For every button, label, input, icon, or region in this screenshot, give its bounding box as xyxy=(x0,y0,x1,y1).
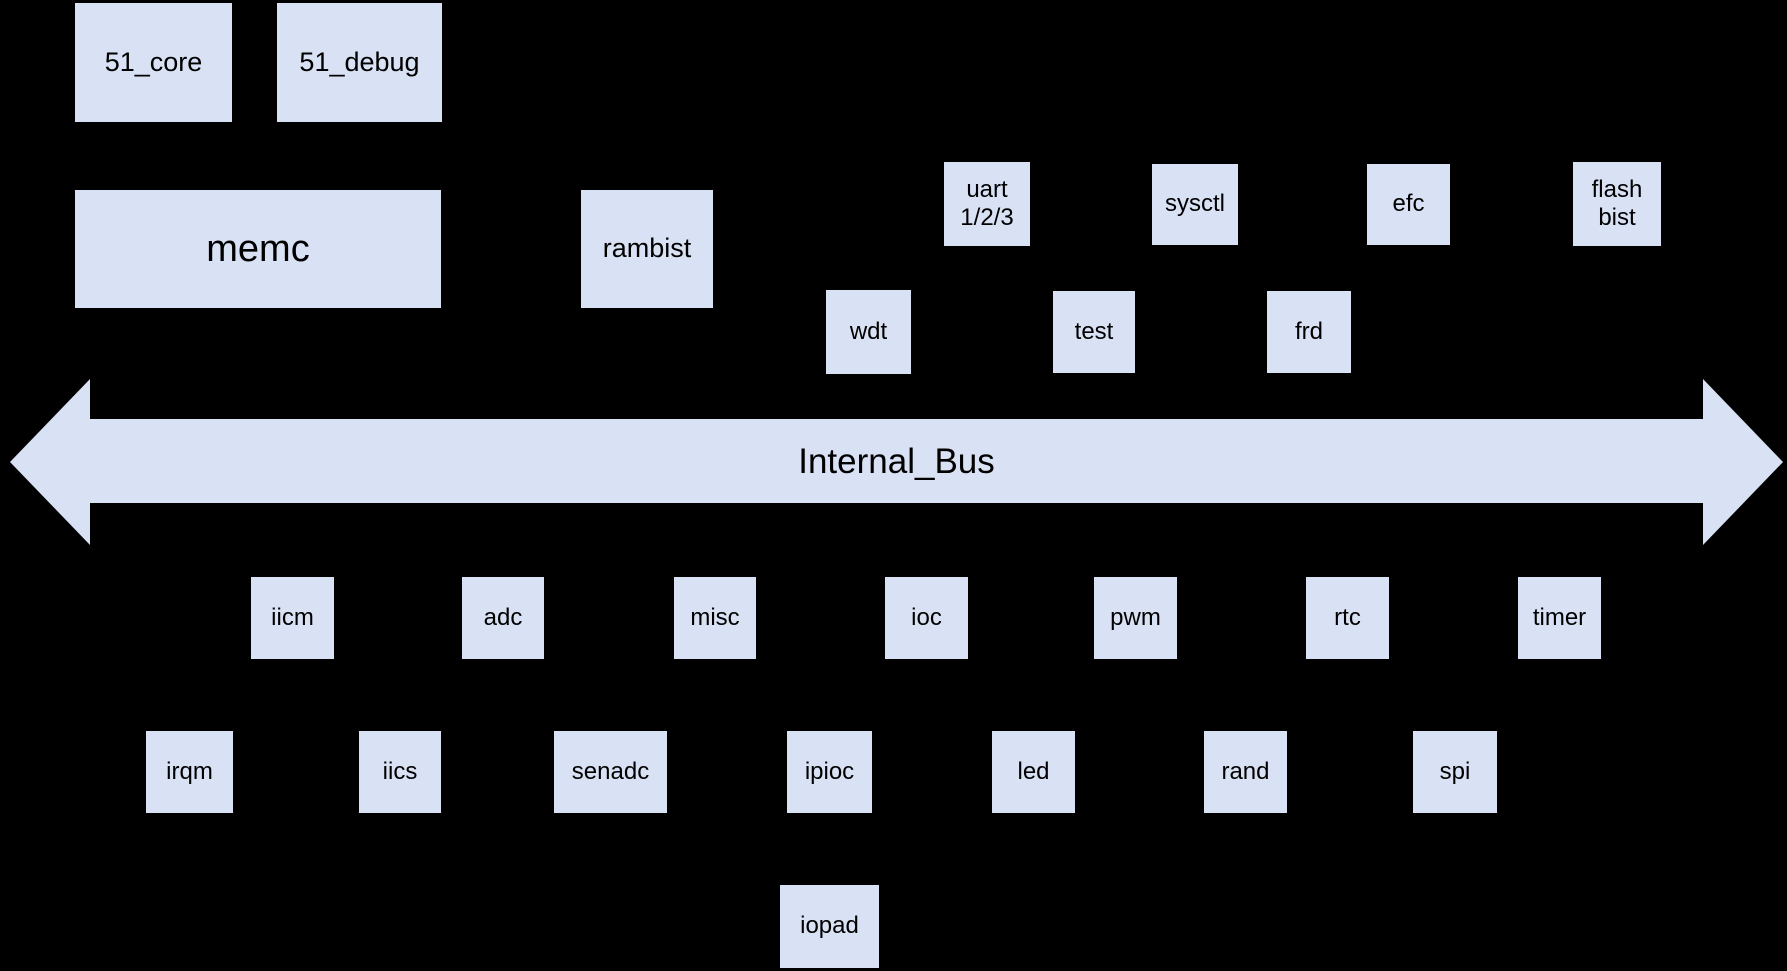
node-51-core: 51_core xyxy=(75,3,232,122)
node-ioc: ioc xyxy=(885,577,968,659)
node-misc: misc xyxy=(674,577,756,659)
node-memc: memc xyxy=(75,190,441,308)
node-iicm: iicm xyxy=(251,577,334,659)
bus-shaft xyxy=(90,419,1703,503)
node-sysctl: sysctl xyxy=(1152,164,1238,245)
node-senadc: senadc xyxy=(554,731,667,813)
node-adc: adc xyxy=(462,577,544,659)
node-iics: iics xyxy=(359,731,441,813)
bus-arrowhead-right-icon xyxy=(1703,379,1783,545)
node-ipioc: ipioc xyxy=(787,731,872,813)
node-pwm: pwm xyxy=(1094,577,1177,659)
node-irqm: irqm xyxy=(146,731,233,813)
node-rand: rand xyxy=(1204,731,1287,813)
node-wdt: wdt xyxy=(826,290,911,374)
node-rtc: rtc xyxy=(1306,577,1389,659)
node-efc: efc xyxy=(1367,164,1450,245)
bus-arrowhead-left-icon xyxy=(10,379,90,545)
node-spi: spi xyxy=(1413,731,1497,813)
node-51-debug: 51_debug xyxy=(277,3,442,122)
node-frd: frd xyxy=(1267,291,1351,373)
node-iopad: iopad xyxy=(780,885,879,968)
node-timer: timer xyxy=(1518,577,1601,659)
internal-bus-arrow: Internal_Bus xyxy=(10,379,1783,545)
node-flash-bist: flash bist xyxy=(1573,162,1661,246)
node-test: test xyxy=(1053,291,1135,373)
node-rambist: rambist xyxy=(581,190,713,308)
bus-label: Internal_Bus xyxy=(798,442,995,481)
node-uart-1-2-3: uart 1/2/3 xyxy=(944,162,1030,246)
node-led: led xyxy=(992,731,1075,813)
